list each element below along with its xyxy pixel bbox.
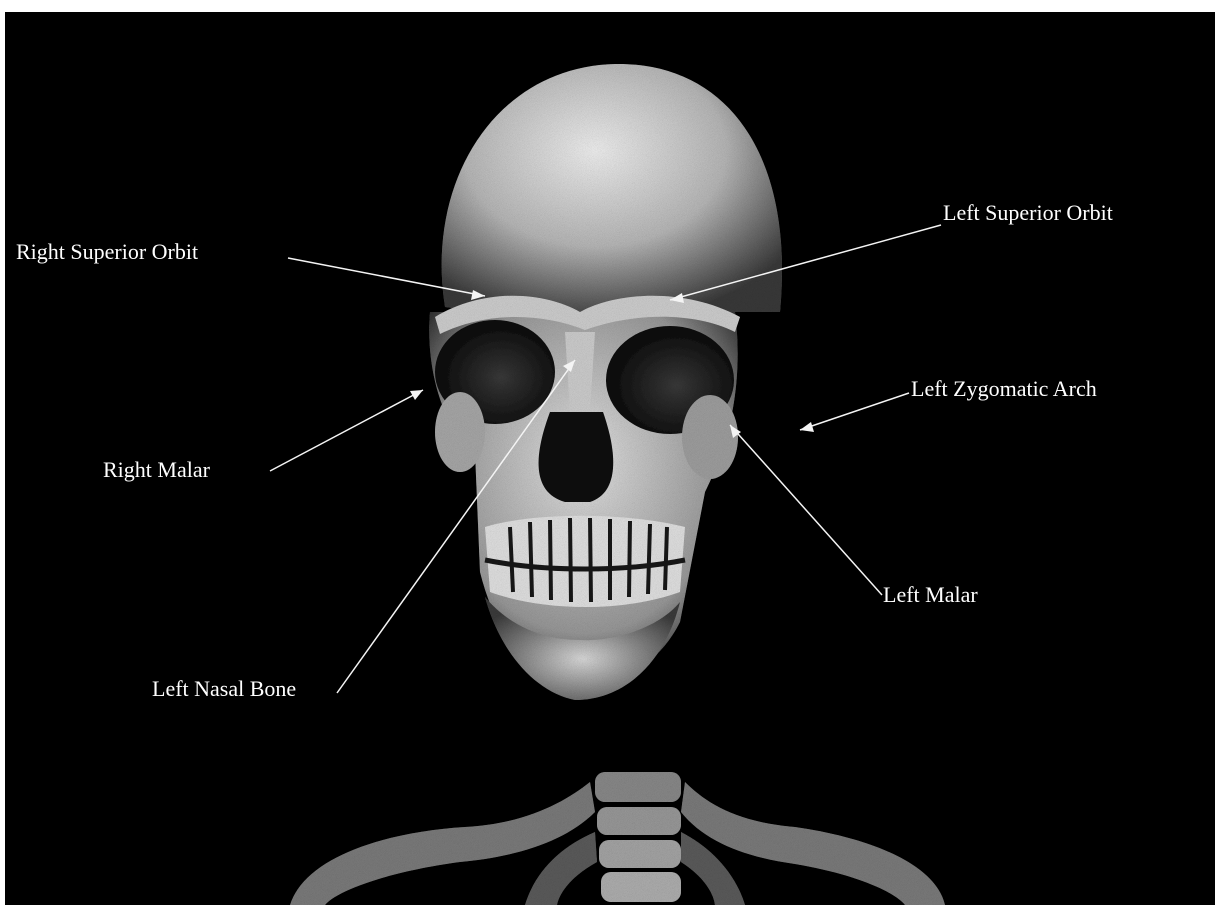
- leader-left-malar: [730, 425, 882, 595]
- arrowhead-left-zygomatic-arch: [800, 422, 814, 432]
- leader-right-malar: [270, 390, 423, 471]
- skull-photograph: Right Superior Orbit Left Superior Orbit…: [5, 12, 1215, 905]
- label-left-nasal-bone: Left Nasal Bone: [152, 678, 296, 700]
- label-right-malar: Right Malar: [103, 459, 210, 481]
- arrowhead-right-malar: [410, 390, 423, 400]
- label-right-superior-orbit: Right Superior Orbit: [16, 241, 198, 263]
- skull-illustration: [290, 64, 945, 905]
- label-left-malar: Left Malar: [883, 584, 978, 606]
- label-left-zygomatic-arch: Left Zygomatic Arch: [911, 378, 1097, 400]
- leader-left-zygomatic-arch: [800, 393, 909, 430]
- label-left-superior-orbit: Left Superior Orbit: [943, 202, 1113, 224]
